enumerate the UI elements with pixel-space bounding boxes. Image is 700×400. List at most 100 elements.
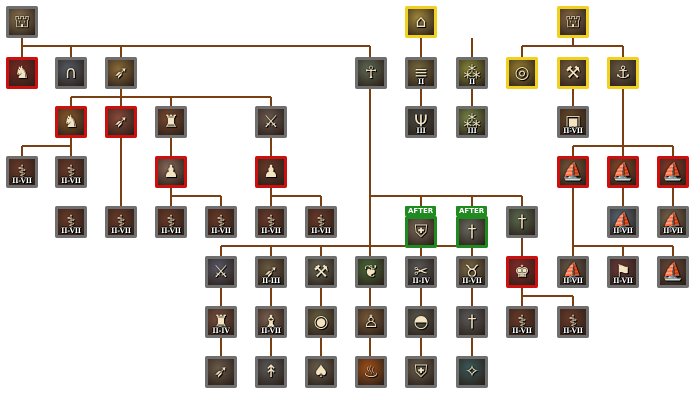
tile-glyph: ⚕	[166, 211, 176, 232]
tech-tile-b6[interactable]: ⁂II	[456, 57, 488, 89]
tech-tile-d6[interactable]: ⛵	[607, 156, 639, 188]
tech-tile-e9[interactable]: †	[506, 206, 538, 238]
tile-glyph: ⚕	[17, 161, 27, 182]
axeman-unit-icon: ⚔	[258, 109, 284, 135]
sword-hilt-icon: †	[509, 209, 535, 235]
tech-tile-e2[interactable]: ⚕II-VII	[105, 206, 137, 238]
tech-tile-e10[interactable]: ⛵II-VII	[607, 206, 639, 238]
upgrade-scroll-icon: ⚕	[108, 209, 134, 235]
tech-tile-e3[interactable]: ⚕II-VII	[155, 206, 187, 238]
tech-tile-a2[interactable]: ⌂	[405, 6, 437, 38]
tech-tile-e1[interactable]: ⚕II-VII	[55, 206, 87, 238]
tech-tile-e7[interactable]: ⛨	[405, 216, 437, 248]
age-range-label: II-IV	[212, 326, 230, 335]
tile-glyph: ♚	[514, 261, 530, 282]
tech-tile-h4[interactable]: ♠	[305, 356, 337, 388]
tech-tile-g6[interactable]: ◓	[405, 306, 437, 338]
tile-glyph: ♜	[213, 311, 229, 332]
archery-bow-icon: ➶	[108, 60, 134, 86]
tech-tile-e6[interactable]: ⚕II-VII	[305, 206, 337, 238]
tech-tile-a1[interactable]: ⛫	[6, 6, 38, 38]
tech-tile-h6[interactable]: ⛨	[405, 356, 437, 388]
tile-glyph: ♉	[464, 261, 480, 282]
tech-tile-h2[interactable]: ↟	[255, 356, 287, 388]
tech-tile-g2[interactable]: ♝II-VII	[255, 306, 287, 338]
tech-tile-d7[interactable]: ⛵	[657, 156, 689, 188]
tile-glyph: ⚔	[263, 111, 279, 132]
tech-tile-b7[interactable]: ◎	[506, 57, 538, 89]
tech-tile-f5[interactable]: ✂II-IV	[405, 256, 437, 288]
tile-glyph: ⛵	[662, 161, 684, 182]
tech-tile-f1[interactable]: ⚔	[205, 256, 237, 288]
age-range-label: II-VII	[663, 226, 683, 235]
tech-tile-f4[interactable]: ❦	[355, 256, 387, 288]
age-range-label: II	[417, 77, 425, 86]
tech-tile-c6[interactable]: ⁂III	[456, 106, 488, 138]
tech-tile-b9[interactable]: ⚓	[607, 57, 639, 89]
tech-tile-g1[interactable]: ♜II-IV	[205, 306, 237, 338]
tech-tile-g7[interactable]: †	[456, 306, 488, 338]
upgrade-scroll-icon: ⚕	[158, 209, 184, 235]
age-range-label: II-VII	[311, 226, 331, 235]
tech-tile-f8[interactable]: ⛵II-VII	[557, 256, 589, 288]
tech-tile-b2[interactable]: ∩	[55, 57, 87, 89]
gold-coins-icon: ◎	[509, 60, 535, 86]
tech-tile-c1[interactable]: ♞	[55, 106, 87, 138]
tech-tile-d1[interactable]: ⚕II-VII	[6, 156, 38, 188]
tile-glyph: ✂	[413, 261, 429, 282]
tech-tile-f7[interactable]: ♚	[506, 256, 538, 288]
tech-tile-f9[interactable]: ⚑II-VII	[607, 256, 639, 288]
tech-tile-d4[interactable]: ♟	[255, 156, 287, 188]
tech-tile-e4[interactable]: ⚕II-VII	[205, 206, 237, 238]
tech-tile-b1[interactable]: ♞	[6, 57, 38, 89]
tech-tile-g10[interactable]: ⚕II-VII	[557, 306, 589, 338]
tech-tile-f2[interactable]: ➶II-III	[255, 256, 287, 288]
upgrade-scroll-icon: ⚕	[560, 309, 586, 335]
tech-tile-d2[interactable]: ⚕II-VII	[55, 156, 87, 188]
wheat-field-icon: ⁂	[459, 60, 485, 86]
tech-tile-b3[interactable]: ➶	[105, 57, 137, 89]
tile-glyph: ♟	[263, 161, 279, 182]
tech-tile-g3[interactable]: ◉	[305, 306, 337, 338]
age-range-label: II-III	[261, 276, 281, 285]
tile-glyph: ⛫	[14, 11, 30, 32]
tech-tile-e5[interactable]: ⚕II-VII	[255, 206, 287, 238]
tech-tile-b4[interactable]: ☥	[355, 57, 387, 89]
tech-tile-d3[interactable]: ♟	[155, 156, 187, 188]
tech-tile-e11[interactable]: ⛵II-VII	[657, 206, 689, 238]
hero-unit-icon: ♚	[509, 259, 535, 285]
tech-tile-c4[interactable]: ⚔	[255, 106, 287, 138]
tech-tile-d5[interactable]: ⛵	[557, 156, 589, 188]
tile-glyph: ⚒	[565, 62, 581, 83]
tech-tile-g5[interactable]: ♙	[355, 306, 387, 338]
tech-tile-a3[interactable]: ⛫	[557, 6, 589, 38]
spears-icon: ↟	[258, 359, 284, 385]
tech-tile-c3[interactable]: ♜	[155, 106, 187, 138]
monk-unit-icon: ☥	[358, 60, 384, 86]
tech-tile-h1[interactable]: ➶	[205, 356, 237, 388]
tile-glyph: ⛵	[562, 261, 584, 282]
tile-glyph: ▣	[564, 111, 582, 132]
tech-tile-e8[interactable]: †	[456, 216, 488, 248]
tech-tile-b8[interactable]: ⚒	[557, 57, 589, 89]
tech-tile-b5[interactable]: ≡II	[405, 57, 437, 89]
war-galley-icon: ⛵	[610, 159, 636, 185]
shield-scroll-icon: ⛨	[408, 359, 434, 385]
ship-hull-icon: ⛵	[560, 159, 586, 185]
tech-tile-g9[interactable]: ⚕II-VII	[506, 306, 538, 338]
tech-tile-c2[interactable]: ➶	[105, 106, 137, 138]
age-range-label: II-VII	[61, 226, 81, 235]
spearmen-unit-icon: ♜	[158, 109, 184, 135]
ship-icon: ⛵	[660, 259, 686, 285]
berserker-unit-icon: ♞	[9, 60, 35, 86]
tech-tile-f10[interactable]: ⛵	[657, 256, 689, 288]
tile-glyph: ♞	[14, 62, 30, 83]
tech-tile-f3[interactable]: ⚒	[305, 256, 337, 288]
ship-crew-icon: ⛵	[660, 209, 686, 235]
tech-tile-h7[interactable]: ✧	[456, 356, 488, 388]
tech-tile-f6[interactable]: ♉II-VII	[456, 256, 488, 288]
tech-tile-h5[interactable]: ♨	[355, 356, 387, 388]
tile-glyph: ◎	[514, 62, 530, 83]
tech-tile-c7[interactable]: ▣II-VII	[557, 106, 589, 138]
